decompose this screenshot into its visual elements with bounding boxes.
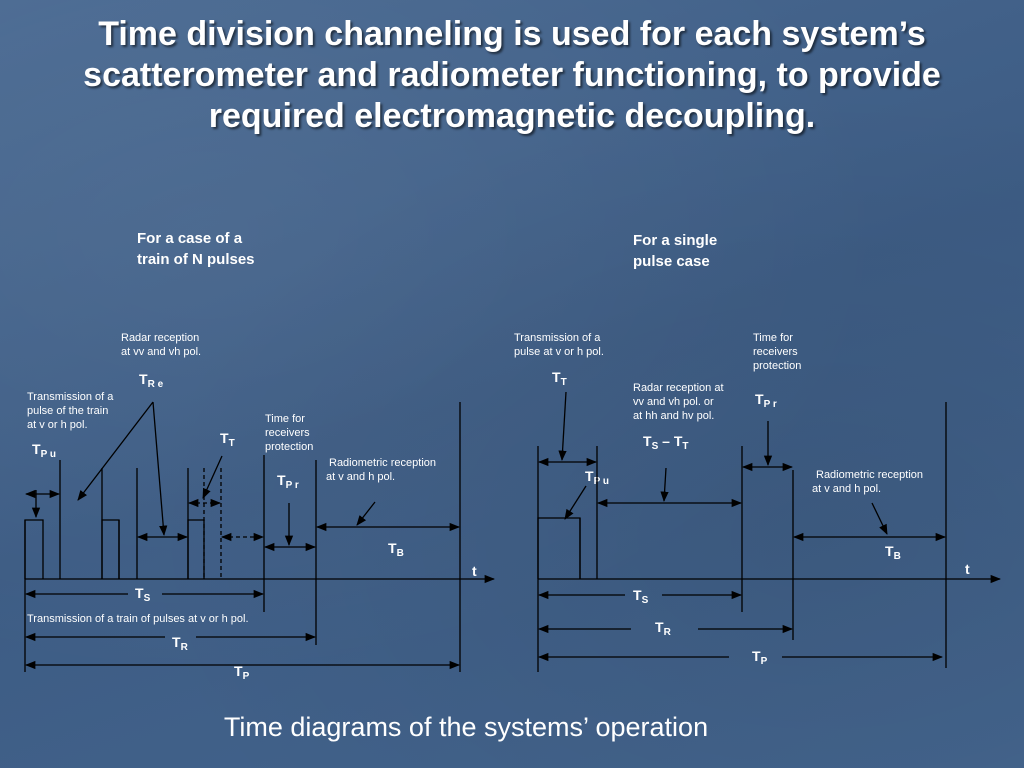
right-radiometric-label: Radiometric reception at v and h pol. (812, 469, 926, 495)
left-train-transmission-label: Transmission of a train of pulses at v o… (27, 613, 249, 625)
symbol-t-pr-left: TP r (277, 472, 299, 491)
symbol-t-pu-left: TP u (32, 441, 56, 460)
symbol-t-s-right: TS (633, 587, 649, 606)
left-transmission-label: Transmission of a pulse of the train at … (27, 391, 116, 431)
axis-t-left: t (472, 563, 477, 579)
right-radar-reception-label: Radar reception at vv and vh pol. or at … (633, 382, 727, 422)
symbol-t-t-right: TT (552, 369, 567, 388)
left-radiometric-label: Radiometric reception at v and h pol. (326, 457, 439, 483)
symbol-t-t-left: TT (220, 430, 235, 449)
diagram-caption: Time diagrams of the systems’ operation (223, 712, 709, 742)
axis-t-right: t (965, 561, 970, 577)
left-header: For a case of a train of N pulses (137, 230, 255, 268)
right-diagram: For a single pulse case Transmission of … (514, 232, 1002, 672)
symbol-ts-minus-tt: TS – TT (643, 433, 688, 452)
left-timing-lines (24, 401, 496, 672)
symbol-t-p-left: TP (234, 663, 250, 682)
slide-title: Time division channeling is used for eac… (83, 15, 941, 135)
right-receivers-protection-label: Time for receivers protection (753, 332, 801, 372)
right-timing-lines (537, 391, 1002, 672)
left-radar-reception-label: Radar reception at vv and vh pol. (121, 332, 202, 358)
symbol-t-s-left: TS (135, 585, 151, 604)
symbol-t-r-left: TR (172, 634, 189, 653)
right-transmission-label: Transmission of a pulse at v or h pol. (514, 332, 604, 358)
left-receivers-protection-label: Time for receivers protection (265, 413, 313, 453)
symbol-t-pr-right: TP r (755, 391, 777, 410)
symbol-t-pu-right: TP u (585, 468, 609, 487)
symbol-t-b-right: TB (885, 543, 901, 562)
right-header: For a single pulse case (633, 232, 721, 270)
symbol-t-b-left: TB (388, 540, 404, 559)
left-diagram: For a case of a train of N pulses Radar … (24, 230, 496, 682)
symbol-t-p-right: TP (752, 648, 768, 667)
symbol-t-r-right: TR (655, 619, 672, 638)
symbol-t-re: TR e (139, 371, 164, 390)
